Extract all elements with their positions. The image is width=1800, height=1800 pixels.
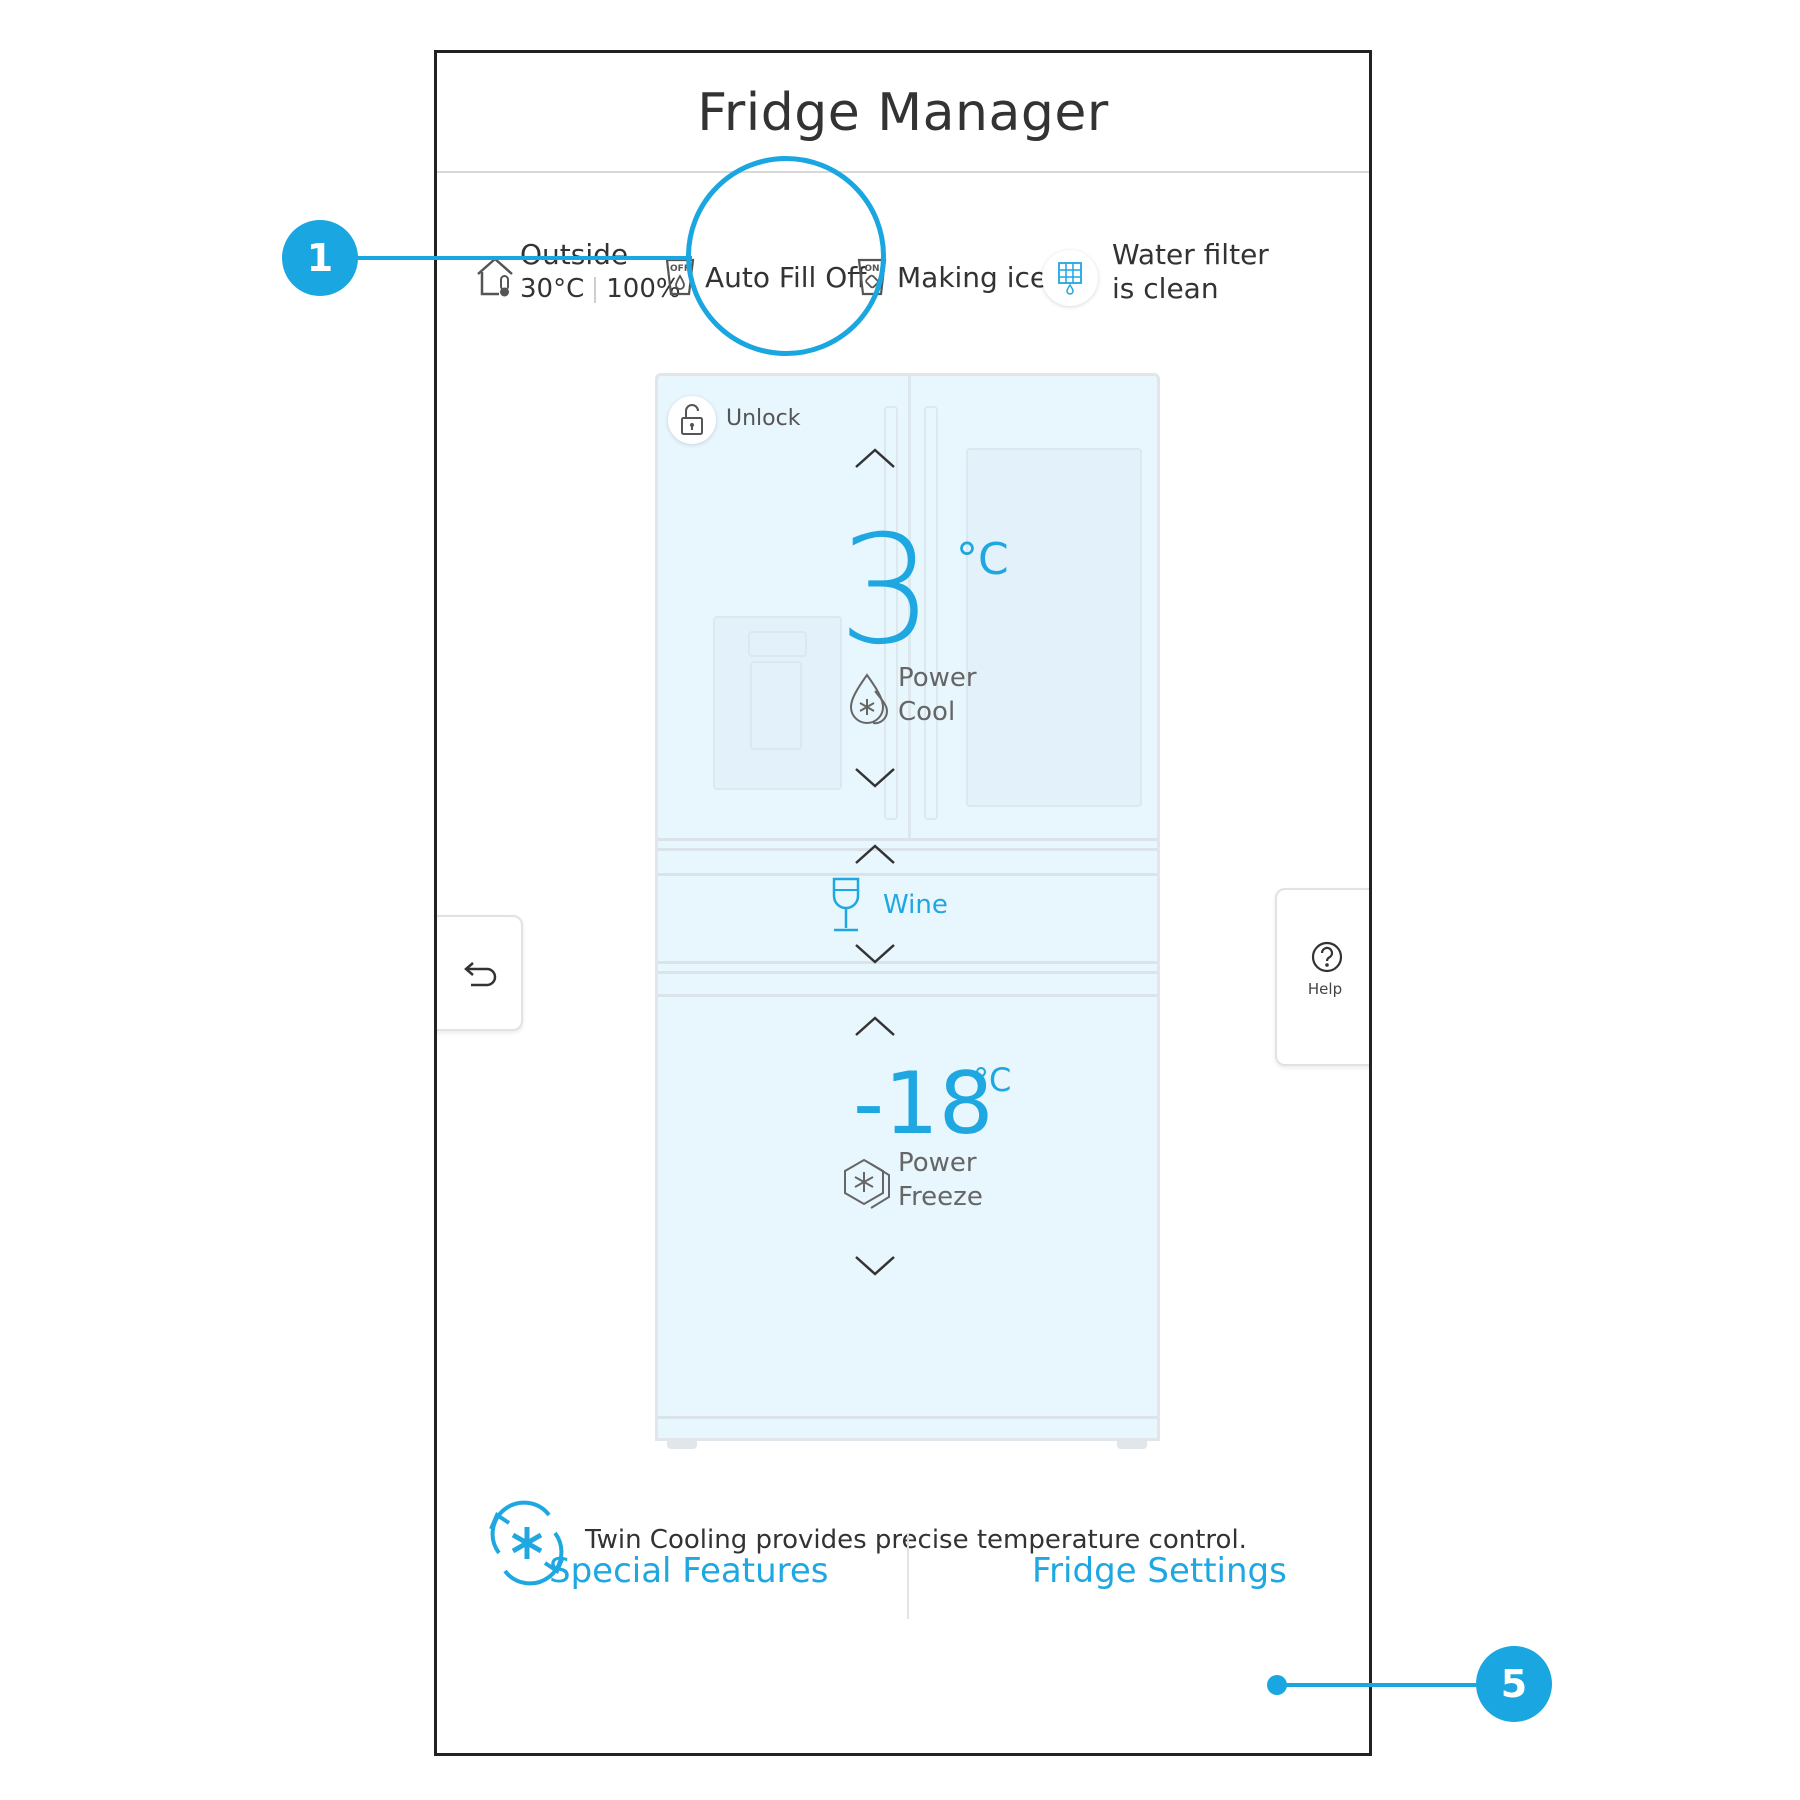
auto-fill-off-icon: OFF xyxy=(665,257,695,301)
water-filter-line1: Water filter xyxy=(1112,238,1269,271)
freezer-temp-up-button[interactable] xyxy=(853,1014,897,1038)
callout-line-1 xyxy=(356,256,692,260)
ice-maker-label: Making ice xyxy=(897,261,1048,294)
power-cool-line2: Cool xyxy=(898,697,956,727)
fridge-drawer-divider-6 xyxy=(658,994,1157,997)
power-freeze-line1: Power xyxy=(898,1148,977,1178)
power-freeze-line2: Freeze xyxy=(898,1182,983,1212)
special-features-link[interactable]: Special Features xyxy=(549,1551,829,1591)
chevron-down-icon xyxy=(855,1256,895,1276)
power-cool-line1: Power xyxy=(898,663,977,693)
readings-divider xyxy=(594,276,597,303)
freezer-temperature-unit: °C xyxy=(973,1061,1012,1099)
callout-dot-5 xyxy=(1267,1675,1287,1695)
help-button[interactable]: Help xyxy=(1275,888,1369,1066)
twin-cooling-icon xyxy=(477,1493,577,1597)
chevron-up-icon xyxy=(855,448,895,468)
question-mark-icon xyxy=(1310,940,1344,978)
wine-mode[interactable]: Wine xyxy=(828,876,988,936)
outside-temperature: 30°C xyxy=(520,274,585,304)
fridge-foot-right xyxy=(1117,1441,1147,1449)
power-cool-button[interactable]: Power Cool xyxy=(843,661,1013,741)
page-title: Fridge Manager xyxy=(697,83,1109,143)
right-door-panel xyxy=(966,448,1142,807)
freezer-temp-down-button[interactable] xyxy=(853,1254,897,1278)
fridge-drawer-divider-1 xyxy=(658,838,1157,841)
power-freeze-button[interactable]: Power Freeze xyxy=(838,1146,1018,1226)
power-cool-icon xyxy=(843,671,893,731)
fridge-drawer-divider-4 xyxy=(658,961,1157,964)
fridge-foot-left xyxy=(667,1441,697,1449)
chevron-down-icon xyxy=(855,944,895,964)
water-filter-icon xyxy=(1042,250,1098,306)
back-arrow-icon xyxy=(463,957,499,993)
wine-glass-icon xyxy=(828,876,864,938)
door-seam xyxy=(908,376,911,841)
twin-cooling-info: Twin Cooling provides precise temperatur… xyxy=(477,1493,1277,1593)
house-thermometer-icon xyxy=(475,254,515,302)
wine-mode-label: Wine xyxy=(883,890,948,920)
chevron-up-icon xyxy=(855,844,895,864)
fridge-base-line xyxy=(658,1416,1157,1419)
back-button[interactable] xyxy=(437,915,523,1031)
callout-circle-1 xyxy=(686,156,886,356)
fridge-drawer-divider-3 xyxy=(658,873,1157,876)
fridge-drawer-divider-5 xyxy=(658,971,1157,974)
chevron-down-icon xyxy=(855,768,895,788)
freezer-temperature: -18 xyxy=(853,1054,994,1154)
power-freeze-icon xyxy=(838,1156,894,1216)
bottom-nav-divider xyxy=(907,1533,909,1619)
drawer-mode-down-button[interactable] xyxy=(853,942,897,966)
fridge-temperature: 3 xyxy=(838,504,934,678)
callout-badge-1: 1 xyxy=(282,220,358,296)
ice-maker-status[interactable]: ON Making ice xyxy=(857,253,1057,303)
unlock-button[interactable]: Unlock xyxy=(668,396,818,452)
fridge-illustration: Unlock 3 °C Power Cool xyxy=(655,373,1160,1441)
outside-label: Outside xyxy=(520,238,629,271)
fridge-temp-up-button[interactable] xyxy=(853,446,897,470)
title-divider xyxy=(437,171,1369,173)
help-label: Help xyxy=(1307,980,1343,998)
auto-fill-icon-text: OFF xyxy=(670,264,690,274)
drawer-mode-up-button[interactable] xyxy=(853,842,897,866)
chevron-up-icon xyxy=(855,1016,895,1036)
fridge-temperature-unit: °C xyxy=(956,534,1009,585)
twin-cooling-message: Twin Cooling provides precise temperatur… xyxy=(585,1525,1247,1555)
door-handle-left xyxy=(884,406,898,820)
water-filter-status[interactable]: Water filter is clean xyxy=(1042,238,1282,318)
unlock-icon xyxy=(668,396,716,444)
fridge-drawer-divider-2 xyxy=(658,848,1157,851)
unlock-label: Unlock xyxy=(726,406,801,431)
fridge-settings-link[interactable]: Fridge Settings xyxy=(1032,1551,1287,1591)
water-filter-line2: is clean xyxy=(1112,272,1219,305)
dispenser-tray xyxy=(750,661,802,750)
fridge-temp-down-button[interactable] xyxy=(853,766,897,790)
door-handle-right xyxy=(924,406,938,820)
callout-badge-5: 5 xyxy=(1476,1646,1552,1722)
callout-line-5 xyxy=(1280,1683,1480,1687)
dispenser-nozzle xyxy=(748,631,807,657)
